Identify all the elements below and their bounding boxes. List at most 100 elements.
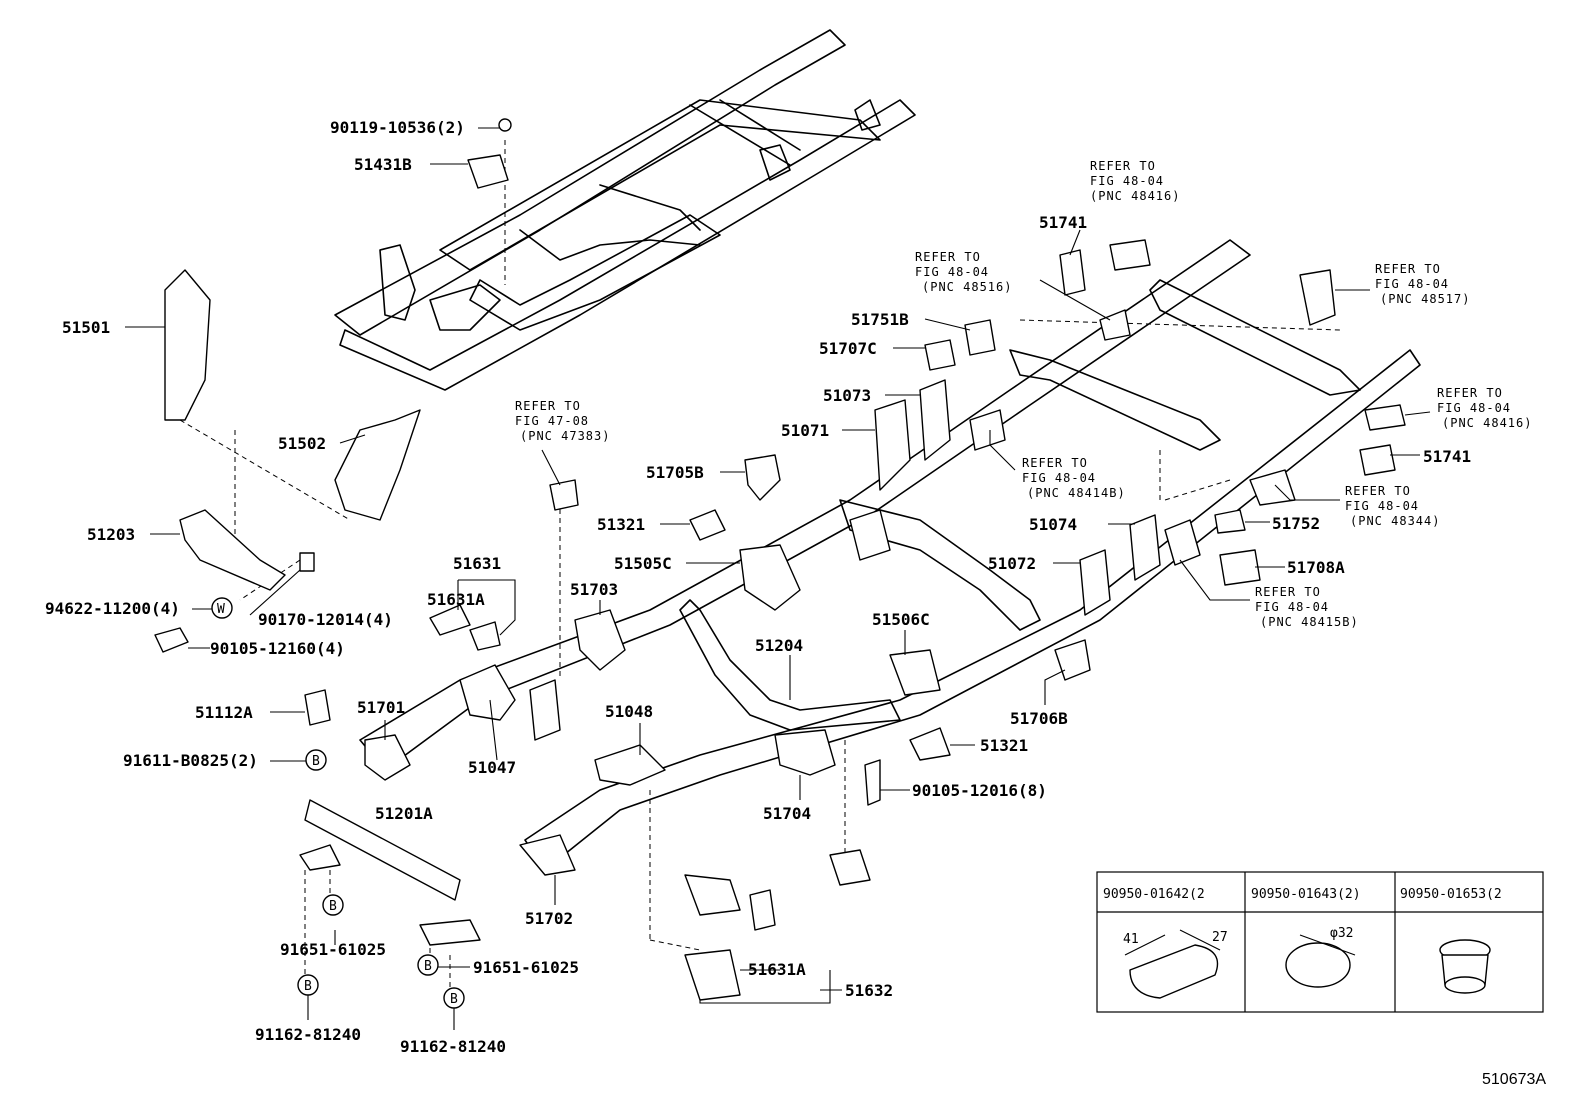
- svg-text:FIG 48-04: FIG 48-04: [1022, 471, 1096, 485]
- label-51505c: 51505C: [614, 554, 672, 573]
- plug-dim-32: φ32: [1330, 926, 1353, 941]
- label-90170-12014: 90170-12014(4): [258, 610, 393, 629]
- plug-round-icon: [1285, 934, 1356, 988]
- label-51702: 51702: [525, 909, 573, 928]
- marker-b: B: [329, 899, 337, 914]
- label-51047: 51047: [468, 758, 516, 777]
- label-51201a: 51201A: [375, 804, 433, 823]
- label-51752: 51752: [1272, 514, 1320, 533]
- refer-note-48416-right: REFER TO FIG 48-04 (PNC 48416): [1437, 386, 1532, 430]
- label-51204: 51204: [755, 636, 803, 655]
- svg-text:REFER TO: REFER TO: [1437, 386, 1503, 400]
- label-51073: 51073: [823, 386, 871, 405]
- label-51706b: 51706B: [1010, 709, 1068, 728]
- label-90105-12160: 90105-12160(4): [210, 639, 345, 658]
- svg-text:(PNC 48414B): (PNC 48414B): [1027, 486, 1126, 500]
- refer-note-48414b: REFER TO FIG 48-04 (PNC 48414B): [1022, 456, 1126, 500]
- label-51501: 51501: [62, 318, 110, 337]
- label-51751b: 51751B: [851, 310, 909, 329]
- label-51701: 51701: [357, 698, 405, 717]
- plug-dim-41: 41: [1123, 932, 1139, 947]
- svg-text:(PNC 48416): (PNC 48416): [1442, 416, 1532, 430]
- plug-table-header-1: 90950-01642(2: [1103, 887, 1205, 902]
- label-91651-61025-right: 91651-61025: [473, 958, 579, 977]
- label-51707c: 51707C: [819, 339, 877, 358]
- label-51506c: 51506C: [872, 610, 930, 629]
- label-51631: 51631: [453, 554, 501, 573]
- marker-b: B: [312, 754, 320, 769]
- plug-cap-icon: [1439, 939, 1491, 994]
- svg-text:FIG 48-04: FIG 48-04: [1255, 600, 1329, 614]
- label-51321-right: 51321: [980, 736, 1028, 755]
- svg-text:(PNC 48517): (PNC 48517): [1380, 292, 1470, 306]
- label-51705b: 51705B: [646, 463, 704, 482]
- marker-b: B: [450, 992, 458, 1007]
- label-51741-top: 51741: [1039, 213, 1087, 232]
- label-51703: 51703: [570, 580, 618, 599]
- label-51074: 51074: [1029, 515, 1077, 534]
- svg-text:FIG 48-04: FIG 48-04: [1345, 499, 1419, 513]
- refer-notes: REFER TO FIG 47-08 (PNC 47383) REFER TO …: [515, 159, 1532, 629]
- refer-note-48344: REFER TO FIG 48-04 (PNC 48344): [1345, 484, 1440, 528]
- label-51632: 51632: [845, 981, 893, 1000]
- svg-text:REFER TO: REFER TO: [515, 399, 581, 413]
- diagram-id: 510673A: [1482, 1071, 1546, 1088]
- plug-oval-icon: [1124, 929, 1221, 999]
- svg-text:(PNC 48516): (PNC 48516): [922, 280, 1012, 294]
- leader-lines: [125, 127, 1431, 1030]
- label-90119-10536: 90119-10536(2): [330, 118, 465, 137]
- svg-text:REFER TO: REFER TO: [915, 250, 981, 264]
- label-51048: 51048: [605, 702, 653, 721]
- plug-table-header-3: 90950-01653(2: [1400, 887, 1502, 902]
- refer-note-48416-top: REFER TO FIG 48-04 (PNC 48416): [1090, 159, 1180, 203]
- circle-markers: W B B B B B: [217, 602, 458, 1007]
- label-91162-81240-left: 91162-81240: [255, 1025, 361, 1044]
- svg-text:FIG 47-08: FIG 47-08: [515, 414, 589, 428]
- marker-b: B: [424, 959, 432, 974]
- svg-text:(PNC 48415B): (PNC 48415B): [1260, 615, 1359, 629]
- label-51631a: 51631A: [427, 590, 485, 609]
- label-51741-right: 51741: [1423, 447, 1471, 466]
- refer-note-48516: REFER TO FIG 48-04 (PNC 48516): [915, 250, 1012, 294]
- label-51431b: 51431B: [354, 155, 412, 174]
- part-labels: 90119-10536(2) 51431B 51501 51502 51203 …: [45, 118, 1471, 1056]
- svg-text:REFER TO: REFER TO: [1345, 484, 1411, 498]
- svg-text:REFER TO: REFER TO: [1022, 456, 1088, 470]
- svg-text:REFER TO: REFER TO: [1375, 262, 1441, 276]
- label-51631a-bottom: 51631A: [748, 960, 806, 979]
- label-90105-12016: 90105-12016(8): [912, 781, 1047, 800]
- label-51708a: 51708A: [1287, 558, 1345, 577]
- label-51112a: 51112A: [195, 703, 253, 722]
- label-91611-b0825: 91611-B0825(2): [123, 751, 258, 770]
- svg-text:FIG 48-04: FIG 48-04: [915, 265, 989, 279]
- svg-text:REFER TO: REFER TO: [1255, 585, 1321, 599]
- refer-note-47383: REFER TO FIG 47-08 (PNC 47383): [515, 399, 610, 443]
- label-51704: 51704: [763, 804, 811, 823]
- label-51071: 51071: [781, 421, 829, 440]
- refer-note-48517: REFER TO FIG 48-04 (PNC 48517): [1375, 262, 1470, 306]
- plug-table-header-2: 90950-01643(2): [1251, 887, 1361, 902]
- label-51502: 51502: [278, 434, 326, 453]
- label-51203: 51203: [87, 525, 135, 544]
- svg-text:FIG 48-04: FIG 48-04: [1090, 174, 1164, 188]
- svg-text:FIG 48-04: FIG 48-04: [1437, 401, 1511, 415]
- main-frame-assembly: [179, 239, 1421, 990]
- label-91651-61025-left: 91651-61025: [280, 940, 386, 959]
- svg-text:(PNC 48416): (PNC 48416): [1090, 189, 1180, 203]
- part-shapes: [154, 118, 1406, 1009]
- refer-note-48415b: REFER TO FIG 48-04 (PNC 48415B): [1255, 585, 1359, 629]
- label-51321-left: 51321: [597, 515, 645, 534]
- marker-w: W: [217, 602, 225, 617]
- svg-text:REFER TO: REFER TO: [1090, 159, 1156, 173]
- label-91162-81240-right: 91162-81240: [400, 1037, 506, 1056]
- plug-table: 90950-01642(2 90950-01643(2) 90950-01653…: [1096, 871, 1544, 1013]
- label-94622-11200: 94622-11200(4): [45, 599, 180, 618]
- label-51072: 51072: [988, 554, 1036, 573]
- svg-text:(PNC 47383): (PNC 47383): [520, 429, 610, 443]
- plug-dim-27: 27: [1212, 930, 1228, 945]
- svg-text:FIG 48-04: FIG 48-04: [1375, 277, 1449, 291]
- marker-b: B: [304, 979, 312, 994]
- svg-text:(PNC 48344): (PNC 48344): [1350, 514, 1440, 528]
- top-frame-assembly: [334, 29, 916, 391]
